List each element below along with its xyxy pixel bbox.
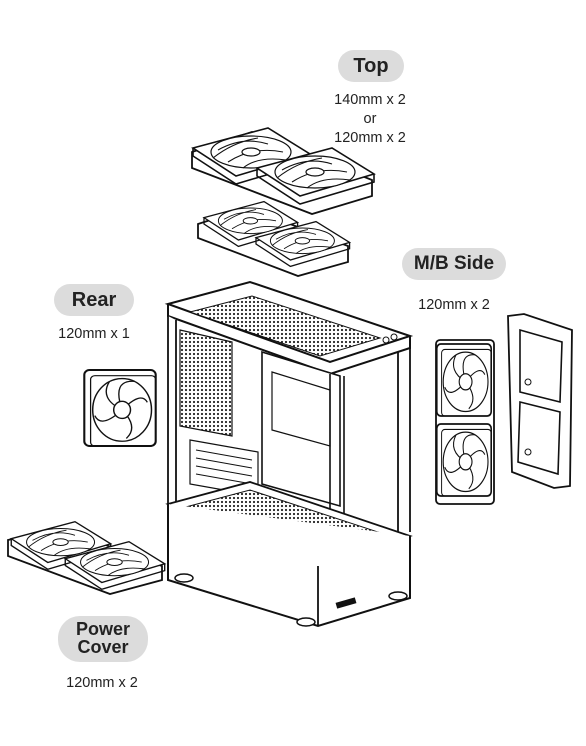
top-spec: 140mm x 2 or 120mm x 2 [300, 91, 440, 148]
mb-side-spec: 120mm x 2 [418, 297, 490, 313]
rear-spec: 120mm x 1 [58, 326, 130, 342]
power-cover-spec: 120mm x 2 [66, 675, 138, 691]
rear-label: Rear [54, 284, 134, 316]
top-spec-line1: 140mm x 2 [334, 92, 406, 108]
top-spec-line2: or [363, 111, 377, 127]
top-title: Top [353, 55, 389, 77]
rear-fan [83, 368, 157, 448]
mb-side-title: M/B Side [413, 253, 495, 274]
top-spec-line3: 120mm x 2 [334, 130, 406, 146]
mb-side-fans [435, 339, 495, 505]
power-cover-title-line1: Power [75, 619, 131, 639]
top-label: Top [338, 50, 404, 82]
side-fan-bracket [507, 313, 573, 489]
pc-case [164, 280, 414, 628]
power-cover-label: Power Cover [58, 616, 148, 662]
top-fans-120mm [197, 200, 351, 277]
power-cover-fans [7, 521, 166, 595]
rear-title: Rear [71, 289, 117, 311]
mb-side-label: M/B Side [402, 248, 506, 280]
power-cover-title-line2: Cover [77, 637, 129, 657]
top-fans-140mm [191, 127, 375, 215]
